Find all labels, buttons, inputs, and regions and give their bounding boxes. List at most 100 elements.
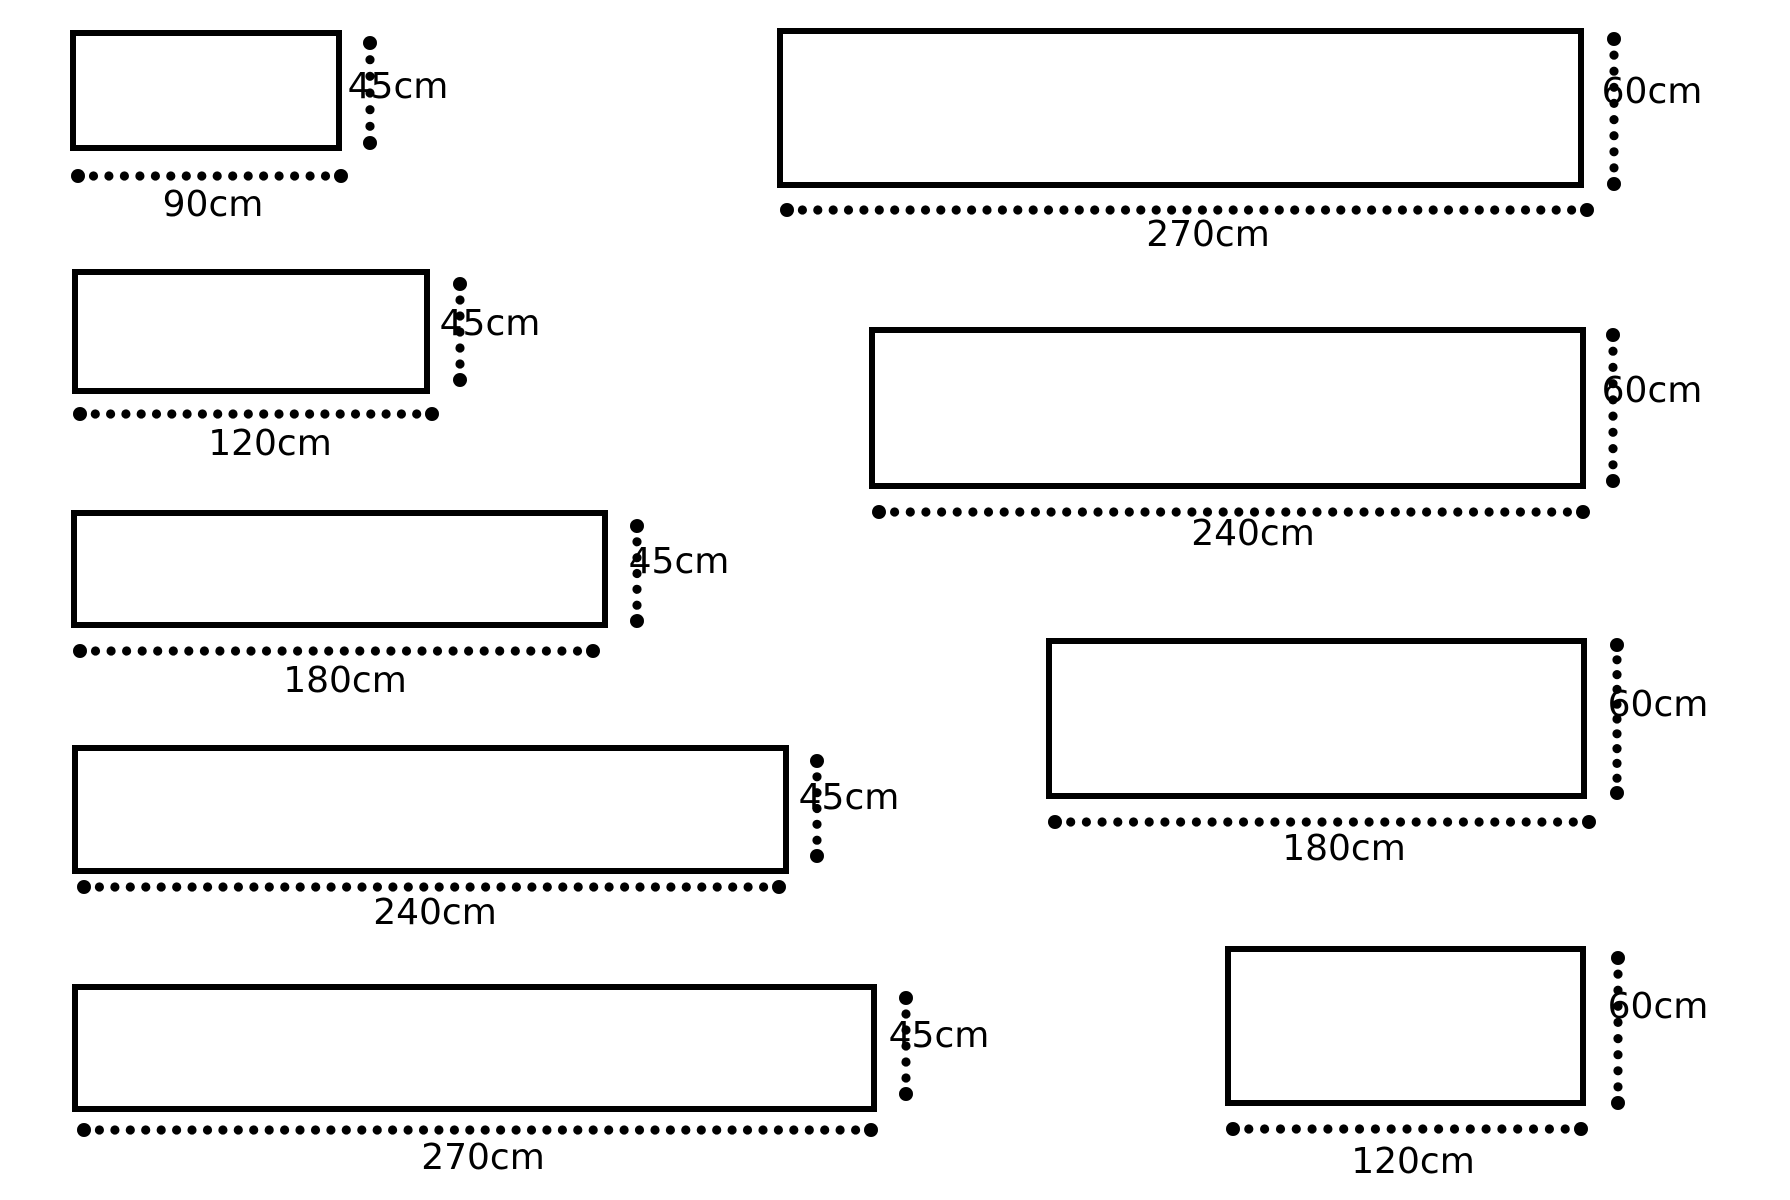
width-dot [480, 1125, 490, 1135]
width-dot [1536, 205, 1546, 215]
item-outline [72, 984, 877, 1112]
height-dot [363, 36, 377, 50]
width-dot [324, 646, 334, 656]
width-dot [94, 1125, 104, 1135]
width-dot [1301, 817, 1311, 827]
width-dot [1370, 1124, 1380, 1134]
height-dot [455, 327, 465, 337]
width-dot [1270, 817, 1280, 827]
height-dot [1611, 951, 1625, 965]
width-dot [728, 882, 738, 892]
width-dot [339, 646, 349, 656]
width-dot [121, 409, 131, 419]
width-dot [230, 646, 241, 656]
width-dot [1560, 1124, 1570, 1134]
width-dot [1418, 1124, 1428, 1134]
width-dot [71, 169, 85, 183]
height-dot [1613, 1001, 1623, 1011]
width-dot [432, 646, 443, 656]
width-dot [859, 205, 869, 215]
width-dot [1568, 817, 1578, 827]
width-dot [249, 882, 259, 892]
width-dot [1411, 817, 1421, 827]
width-dot [465, 1125, 475, 1135]
width-dot [1191, 817, 1201, 827]
width-dot [727, 1125, 737, 1135]
width-dot [1307, 1124, 1317, 1134]
height-dot [1613, 1034, 1623, 1044]
width-dot [1244, 1124, 1254, 1134]
width-dot [712, 882, 722, 892]
width-dot [357, 882, 367, 892]
width-dot [261, 646, 272, 656]
width-dot [1484, 507, 1494, 517]
height-dot [365, 88, 375, 98]
width-dot [305, 171, 315, 181]
width-dot [218, 1125, 228, 1135]
width-dot [1090, 205, 1100, 215]
width-dot [274, 409, 284, 419]
width-dot [1187, 507, 1197, 517]
width-dot [1218, 507, 1228, 517]
width-dot [156, 1125, 166, 1135]
height-dot [899, 1087, 913, 1101]
width-dot [212, 171, 222, 181]
height-dot [632, 568, 642, 579]
width-dot [122, 646, 132, 656]
width-dot [1182, 205, 1192, 215]
height-dot [365, 121, 375, 131]
width-dot [1043, 205, 1054, 215]
width-dot [772, 880, 786, 894]
height-dot [812, 819, 822, 829]
width-dot [218, 882, 228, 892]
height-dot [630, 614, 644, 628]
height-dot [1610, 786, 1624, 800]
width-dot [526, 646, 536, 656]
width-dot [1291, 1124, 1301, 1134]
width-dot [1505, 205, 1515, 215]
item-outline [777, 28, 1584, 188]
width-dot [1531, 507, 1541, 517]
width-dot [542, 882, 552, 892]
width-dot [1474, 817, 1484, 827]
height-dot [812, 803, 822, 814]
width-dot [1317, 817, 1327, 827]
height-dot [1609, 163, 1619, 173]
width-dot [1109, 507, 1119, 517]
width-dot [1228, 205, 1238, 215]
width-dot [843, 205, 854, 215]
width-dot [213, 409, 223, 419]
width-dot [73, 644, 87, 658]
width-dot [890, 507, 900, 517]
width-dot [573, 1125, 583, 1135]
width-dot [496, 1125, 506, 1135]
height-dot [1613, 1066, 1623, 1076]
width-dot [967, 205, 977, 215]
width-dot [1428, 205, 1438, 215]
width-dot [1580, 203, 1594, 217]
width-dot [804, 1125, 814, 1135]
width-dot [620, 882, 630, 892]
height-dot [455, 311, 465, 321]
width-dot [1359, 507, 1369, 517]
width-dot [326, 882, 336, 892]
width-dot [635, 882, 645, 892]
width-dot [449, 1125, 459, 1135]
height-dot [1608, 362, 1618, 372]
height-label: 60cm [1608, 986, 1709, 1027]
height-label: 45cm [629, 541, 730, 582]
width-dot [1062, 507, 1072, 517]
width-dot [295, 882, 305, 892]
width-dot [1265, 507, 1275, 517]
width-dot [937, 507, 947, 517]
width-dot [1422, 507, 1432, 517]
width-dot [125, 1125, 135, 1135]
width-dot [1490, 205, 1500, 215]
width-dot [280, 882, 290, 892]
width-dot [1320, 205, 1331, 215]
height-dot [365, 105, 375, 115]
width-dot [119, 171, 129, 181]
item-outline [71, 510, 608, 628]
